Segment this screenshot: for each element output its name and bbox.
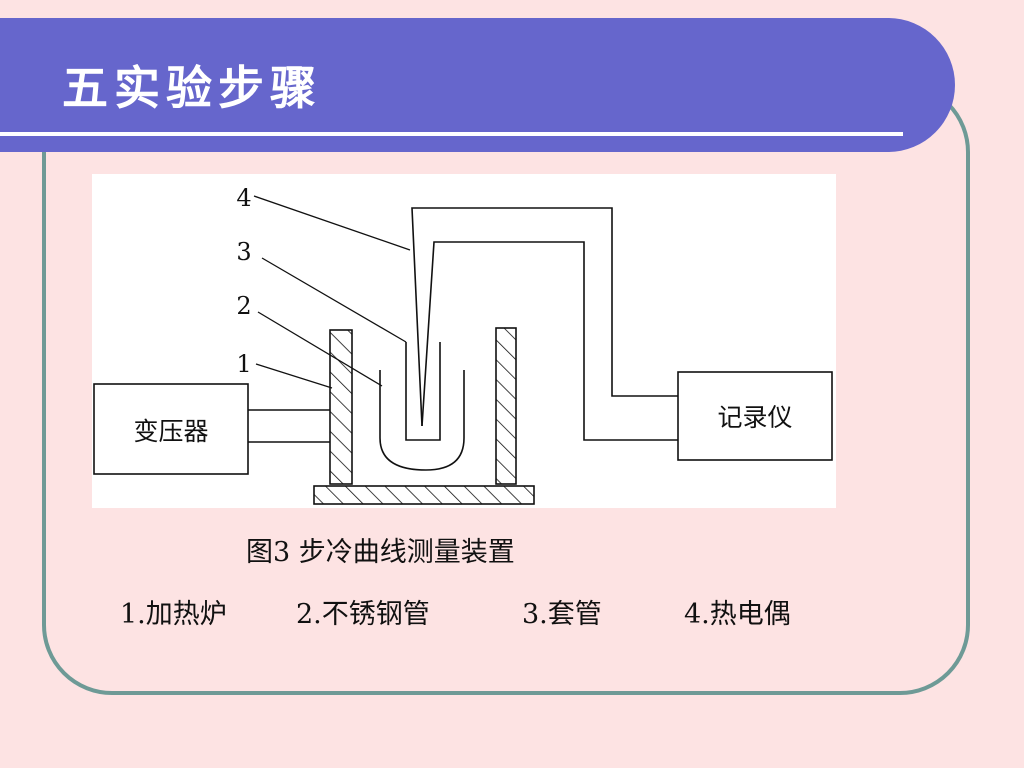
title-underline (0, 132, 903, 136)
legend-item-sleeve: 3.套管 (522, 599, 602, 630)
stainless-steel-tube (379, 370, 465, 471)
legend-item-furnace: 1.加热炉 (120, 599, 227, 630)
recorder-box (677, 371, 833, 461)
title-band (0, 18, 955, 152)
recorder-label: 记录仪 (717, 403, 792, 432)
furnace-right-wall (495, 327, 517, 485)
sleeve-tube (405, 342, 441, 441)
callout-1: 1 (236, 350, 251, 378)
legend-item-thermocouple: 4.热电偶 (684, 599, 791, 630)
callout-4-leader (253, 195, 411, 251)
furnace-left-wall (329, 329, 353, 485)
callout-3: 3 (236, 238, 251, 266)
slide-title: 五实验步骤 (62, 61, 322, 115)
apparatus-diagram: 变压器 记录仪 4 3 2 1 (92, 174, 836, 508)
figure-caption: 图3 步冷曲线测量装置 (246, 537, 515, 568)
callout-4: 4 (236, 184, 251, 212)
callout-3-leader (261, 257, 407, 343)
transformer-box (93, 383, 249, 475)
transformer-label: 变压器 (133, 417, 208, 446)
thermocouple-wire (411, 207, 678, 427)
thermocouple-wire-return (421, 241, 678, 441)
legend-item-steel-tube: 2.不锈钢管 (296, 599, 430, 630)
callout-1-leader (255, 363, 333, 389)
callout-2-leader (257, 311, 383, 387)
callout-2: 2 (236, 292, 251, 320)
furnace-base (313, 485, 535, 505)
